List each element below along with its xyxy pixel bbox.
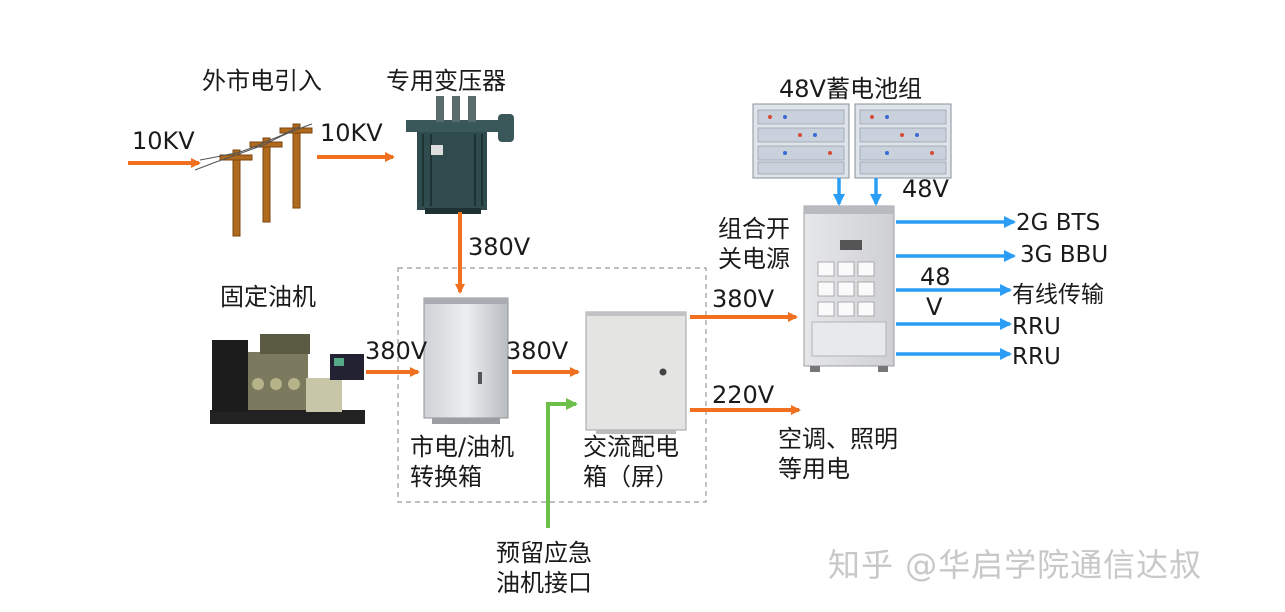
edge-label-10kv-transformer: 10KV [320,119,383,147]
arrow-emergency-input [546,398,578,528]
switch-box-label-line2: 转换箱 [410,463,482,491]
output-3g-bbu: 3G BBU [1020,242,1109,268]
output-rru-1: RRU [1012,314,1061,340]
ac-box-label-line1: 交流配电 [583,433,679,461]
battery-label: 48V蓄电池组 [779,75,922,103]
ac-load-label: 空调、照明 等用电 [778,424,898,484]
emergency-label-line2: 油机接口 [496,569,592,597]
rectifier-label-line1: 组合开 [718,215,790,243]
utility-pole-icon [194,123,313,237]
transformer-label: 专用变压器 [386,67,506,95]
edge-label-rectifier-dc-a: 48 [920,263,951,291]
edge-label-transformer-down: 380V [468,233,531,261]
switch-box-label: 市电/油机 转换箱 [410,432,514,492]
ac-load-label-line2: 等用电 [778,455,850,483]
rectifier-label-line2: 关电源 [718,245,790,273]
edge-label-generator-out: 380V [365,337,428,365]
emergency-label: 预留应急 油机接口 [496,538,592,598]
ac-box-label: 交流配电 箱（屏） [583,432,679,492]
ac-box-label-line2: 箱（屏） [583,463,679,491]
battery-rack-icon [752,103,952,179]
switch-box-label-line1: 市电/油机 [410,433,515,461]
edge-label-ac-to-loads: 220V [712,381,775,409]
rectifier-cabinet-icon [803,205,895,372]
emergency-label-line1: 预留应急 [496,539,592,567]
switch-cabinet-icon [423,297,509,424]
edge-label-ac-to-rectifier: 380V [712,285,775,313]
rectifier-label: 组合开 关电源 [718,214,790,274]
edge-label-switch-to-ac: 380V [506,337,569,365]
ac-panel-icon [585,311,687,434]
watermark-text: 知乎 @华启学院通信达叔 [828,546,1203,584]
diesel-generator-icon [210,334,365,424]
edge-label-battery-dc: 48V [902,175,949,203]
output-2g-bts: 2G BTS [1016,210,1101,236]
transformer-icon [406,96,514,214]
output-rru-2: RRU [1012,344,1061,370]
edge-label-rectifier-dc-b: V [926,293,943,321]
generator-label: 固定油机 [220,283,316,311]
dashed-group-box [397,267,707,503]
output-transport: 有线传输 [1012,282,1104,308]
utility-in-label: 外市电引入 [202,67,322,95]
ac-load-label-line1: 空调、照明 [778,425,898,453]
edge-label-10kv-in: 10KV [132,127,195,155]
